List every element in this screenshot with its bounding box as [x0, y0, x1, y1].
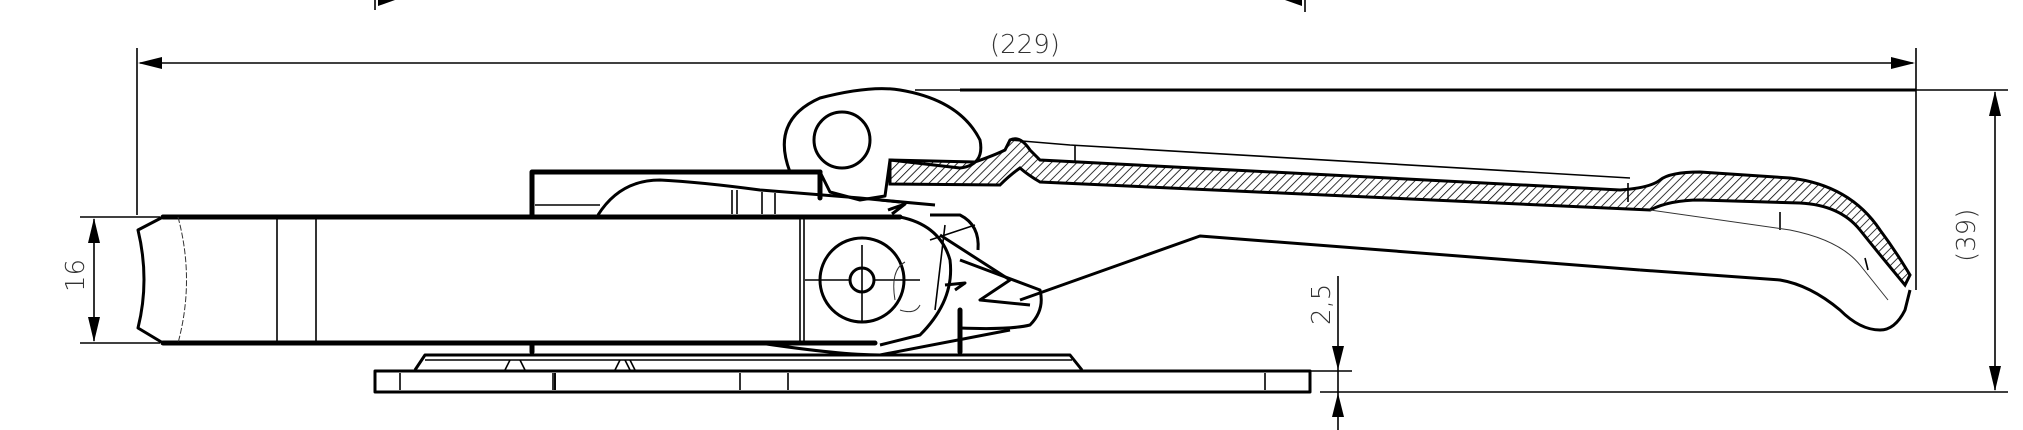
lever-handle: [888, 88, 1916, 332]
dimension-overall-height: (39): [915, 89, 2008, 393]
dimension-plate-thickness: 2,5: [1307, 276, 1352, 430]
section-marks: [374, 0, 1306, 12]
dimension-strap-width: 16: [61, 216, 160, 344]
dimension-label-length: (229): [990, 30, 1060, 60]
pivot-assembly: [805, 215, 953, 347]
dimension-label-thickness: 2,5: [1307, 284, 1337, 325]
housing: [529, 169, 963, 355]
dimension-overall-length: (229): [136, 30, 1917, 290]
latch-strap: [136, 214, 1011, 357]
dimension-label-height: (39): [1952, 209, 1982, 262]
dimension-label-width: 16: [61, 259, 91, 292]
toggle-linkage: [879, 198, 1641, 331]
base-plate: [373, 353, 1312, 394]
